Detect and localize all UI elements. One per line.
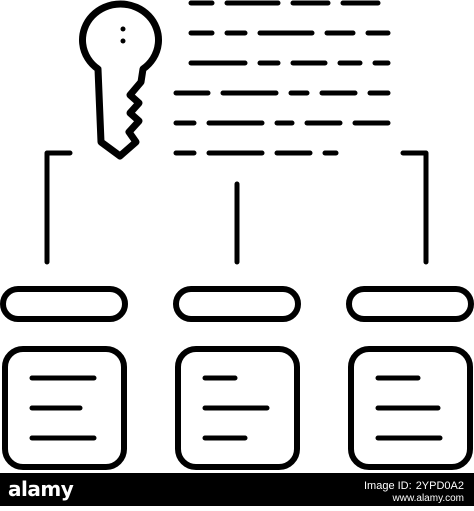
pill-left	[0, 286, 128, 322]
key-icon	[79, 0, 162, 160]
image-id-value: 2YPD0A2	[415, 480, 464, 492]
key-hole-dot	[120, 26, 126, 32]
pill-center	[173, 286, 301, 322]
document-text-lines	[173, 0, 391, 156]
stock-footer-bar: alamy Image ID:2YPD0A2 www.alamy.com	[0, 473, 474, 506]
document-card-left	[2, 346, 127, 470]
site-url: www.alamy.com	[392, 493, 465, 504]
document-card-center	[175, 346, 300, 470]
image-id-text: Image ID:2YPD0A2	[364, 480, 464, 492]
pill-right	[346, 286, 474, 322]
image-id-label: Image ID:	[364, 480, 412, 492]
alamy-logo: alamy	[8, 477, 74, 501]
key-hole-dot	[120, 38, 126, 44]
document-card-right	[348, 346, 473, 470]
hierarchy-connectors	[44, 150, 429, 265]
label-pills	[0, 286, 474, 322]
